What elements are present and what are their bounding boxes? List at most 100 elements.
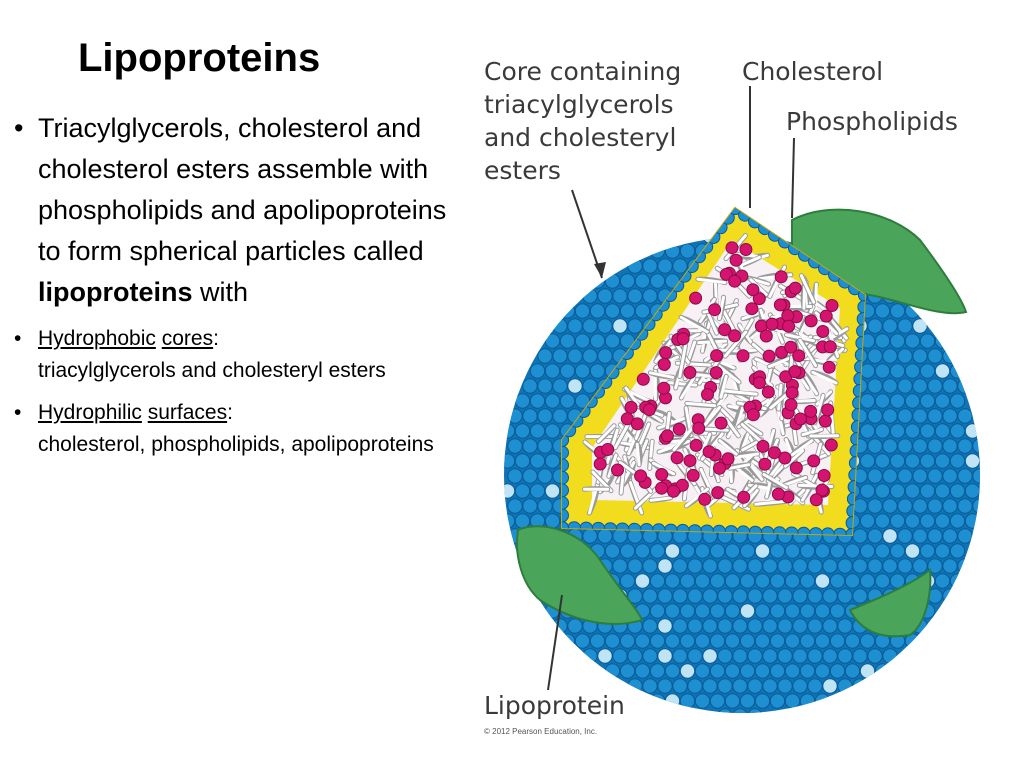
phospholipid-head — [919, 513, 936, 529]
cholesteryl-ester — [825, 299, 839, 312]
phospholipid-head — [724, 693, 741, 709]
phospholipid-head — [717, 678, 733, 694]
core-chain — [814, 311, 839, 336]
phospholipid-head — [649, 273, 666, 289]
cholesteryl-ester — [624, 400, 638, 414]
cholesterol-molecule — [912, 318, 928, 334]
phospholipid-head — [544, 453, 561, 469]
cholesteryl-ester — [701, 388, 714, 401]
phospholipid-head — [882, 348, 898, 364]
phospholipid-head — [709, 573, 726, 589]
phospholipid-head — [619, 273, 636, 289]
cholesteryl-ester — [728, 274, 742, 288]
cholesterol-molecule — [882, 528, 898, 544]
phospholipid-head — [597, 348, 613, 364]
phospholipid-head — [784, 573, 801, 589]
phospholipid-head — [934, 333, 951, 349]
core-chain — [678, 344, 687, 378]
phospholipid-head — [949, 393, 966, 409]
phospholipid-head — [807, 618, 823, 634]
phospholipid-head — [747, 618, 763, 634]
phospholipid-head — [537, 408, 553, 424]
phospholipid-head — [717, 558, 733, 574]
cholesteryl-ester — [818, 414, 832, 428]
phospholipid-head — [927, 498, 943, 514]
phospholipid-head — [919, 333, 936, 349]
phospholipid-head — [694, 663, 711, 679]
phospholipid-head — [792, 558, 808, 574]
phospholipid-head — [874, 663, 891, 679]
phospholipid-head — [859, 453, 876, 469]
phospholipid-head — [589, 633, 606, 649]
phospholipid-head — [927, 438, 943, 454]
phospholipid-head — [807, 558, 823, 574]
cholesteryl-ester — [788, 365, 802, 379]
cholesteryl-ester — [718, 323, 732, 337]
phospholipid-head — [657, 588, 673, 604]
phospholipid-head — [754, 573, 771, 589]
cholesteryl-ester — [725, 241, 739, 255]
core-chain — [703, 405, 721, 427]
phospholipid-head — [634, 633, 651, 649]
phospholipid-head — [664, 603, 681, 619]
phospholipid-head — [867, 468, 883, 484]
phospholipid-head — [687, 588, 703, 604]
phospholipid-head — [642, 558, 658, 574]
phospholipid-head — [964, 483, 980, 499]
phospholipid-head — [942, 438, 958, 454]
phospholipid-head — [844, 543, 861, 559]
phospholipid-head — [882, 558, 898, 574]
phospholipid-head — [514, 423, 531, 439]
cholesteryl-ester — [778, 451, 792, 465]
pointer-lipoprotein — [547, 594, 563, 691]
bullet-dot: • — [14, 327, 22, 350]
core-chain — [767, 357, 790, 369]
phospholipid-head — [612, 528, 628, 544]
phospholipid-head — [897, 528, 913, 544]
cholesteryl-ester — [822, 360, 836, 374]
phospholipid-head — [867, 348, 883, 364]
phospholipid-head — [619, 663, 636, 679]
phospholipid-head — [657, 678, 673, 694]
phospholipid-head — [889, 513, 906, 529]
phospholipid-head — [882, 468, 898, 484]
phospholipid-head — [657, 258, 673, 274]
phospholipid-head — [897, 438, 913, 454]
phospholipid-head — [949, 483, 966, 499]
phospholipid-head — [882, 408, 898, 424]
phospholipid-head — [679, 633, 696, 649]
phospholipid-head — [604, 543, 621, 559]
phospholipid-head — [837, 588, 853, 604]
cholesteryl-ester — [767, 446, 781, 460]
phospholipid-head — [582, 378, 598, 394]
phospholipid-head — [504, 423, 516, 439]
core-chain — [719, 374, 728, 399]
phospholipid-head — [694, 603, 711, 619]
phospholipid-head — [949, 363, 966, 379]
cholesteryl-ester — [657, 381, 671, 395]
core-chain — [704, 427, 729, 432]
cholesterol-molecule — [964, 423, 980, 439]
phospholipid-head — [679, 243, 696, 259]
phospholipid-head — [942, 408, 958, 424]
phospholipid-head — [627, 648, 643, 664]
phospholipid-head — [582, 288, 598, 304]
phospholipid-head — [694, 693, 711, 709]
cholesterol-molecule — [754, 543, 771, 559]
phospholipid-head — [582, 528, 598, 544]
core-chain — [684, 487, 709, 508]
phospholipid-head — [642, 618, 658, 634]
phospholipid-head — [859, 633, 876, 649]
phospholipid-head — [537, 468, 553, 484]
phospholipid-head — [747, 558, 763, 574]
phospholipid-head — [867, 498, 883, 514]
phospholipid-head — [627, 288, 643, 304]
bullet-tail: with — [192, 277, 249, 307]
cholesteryl-ester — [784, 398, 798, 412]
phospholipid-head — [544, 393, 561, 409]
core-chain — [797, 483, 834, 488]
hydrophobic-description: triacylglycerols and cholesteryl esters — [38, 359, 386, 382]
phospholipid-head — [859, 483, 876, 499]
core-chain — [697, 432, 712, 460]
phospholipid-head — [769, 603, 786, 619]
